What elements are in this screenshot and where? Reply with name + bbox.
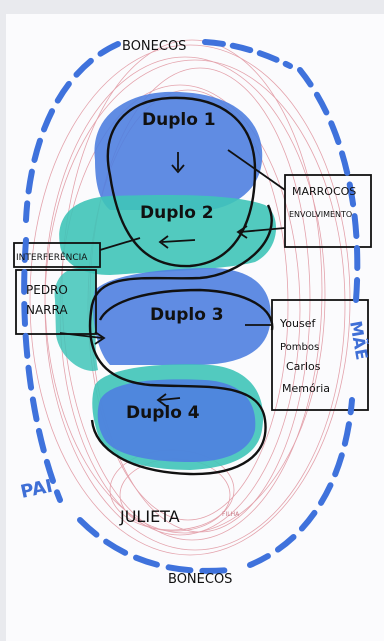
blue-region-top [94, 91, 263, 210]
arrow-duplo1-marrocos [227, 149, 286, 191]
line-interferencia-duplo2 [99, 237, 141, 251]
lower-outline [98, 288, 274, 331]
pedro-narra-box [15, 269, 97, 335]
arrow-duplo2-left [161, 239, 196, 243]
memoria-box [271, 299, 369, 411]
duplo4-label: Duplo 4 [126, 403, 200, 423]
arrowhead-pedro-duplo3 [94, 331, 106, 345]
duplo3-label: Duplo 3 [150, 305, 224, 325]
black-outlines [88, 96, 274, 476]
large-s-outline [88, 204, 273, 476]
teal-region-left [54, 267, 98, 371]
duplo1-outline [106, 96, 257, 268]
memoria-line-2: Pombos [280, 342, 319, 353]
arrow-marrocos-duplo2 [239, 227, 286, 233]
interferencia-box [13, 242, 101, 268]
memoria-line-3: Carlos [286, 360, 321, 373]
bonecos-top-label: BONECOS [122, 39, 186, 54]
arrowhead-duplo2-left [158, 235, 169, 249]
memoria-line-1: Yousef [279, 317, 316, 330]
arrowhead-duplo1-down [171, 164, 185, 174]
blue-region-bottom [97, 379, 256, 462]
julieta-note: FILHA [222, 511, 240, 518]
julieta-label: JULIETA [119, 507, 180, 526]
arrowhead-duplo4-left [156, 393, 167, 407]
pedro-label: PEDRO [26, 283, 68, 297]
marrocos-line-1: MARROCOS [292, 185, 356, 198]
memoria-line-4: Memória [282, 382, 330, 395]
interferencia-label: INTERFERÊNCIA [16, 251, 88, 263]
arrow-duplo4-left [159, 397, 181, 401]
marrocos-box [284, 174, 372, 248]
arrows [59, 149, 286, 407]
arrowhead-marrocos-duplo2 [236, 225, 248, 239]
bonecos-bottom-label: BONECOS [168, 572, 232, 587]
boxes [13, 174, 372, 411]
marrocos-line-2: ENVOLVIMENTO [289, 210, 352, 219]
narra-label: NARRA [26, 303, 68, 317]
duplo1-label: Duplo 1 [142, 110, 216, 130]
blue-dashed-ring [21, 39, 361, 574]
duplo2-label: Duplo 2 [140, 203, 214, 223]
